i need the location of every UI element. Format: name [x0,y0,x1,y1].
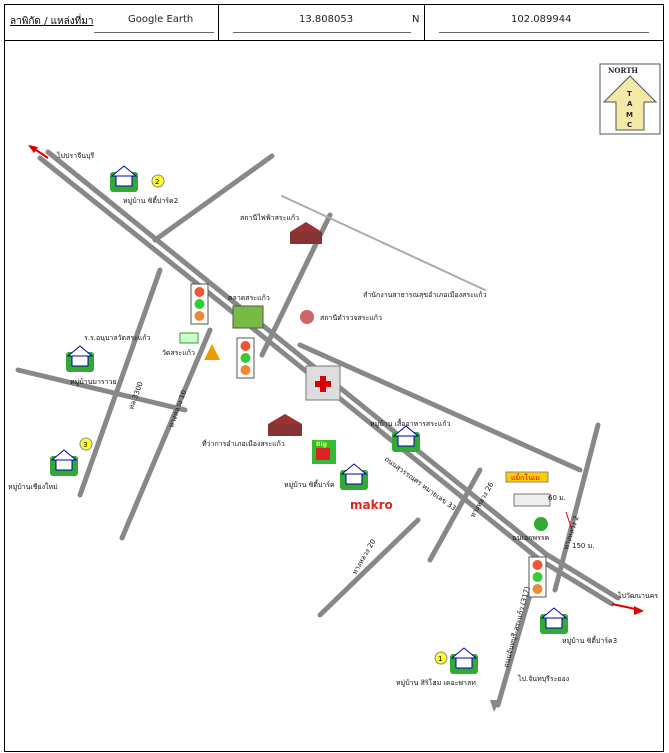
shop-row-icon [513,493,551,507]
road-power [281,195,486,291]
police-icon [300,310,314,324]
svg-text:Big: Big [316,441,327,448]
compass-letter: T [627,90,632,98]
label-depot: ฉนเอกพรรค [512,534,550,542]
label-village-chiang: หมู่บ้านเชียงใหม่ [8,482,58,491]
compass-text: NORTH [608,66,638,75]
header-source-cell: ลาพิกัด / แหล่งที่มา Google Earth [4,4,219,40]
village-icon [110,165,138,192]
underline [439,32,649,33]
road-2 [552,422,601,593]
village-icon [340,463,368,490]
compass-letter: A [627,100,633,108]
header-lon-cell: 102.089944 [425,4,664,40]
road-east [297,342,583,473]
number-marker: 2 [151,174,165,188]
traffic-light-icon [190,283,209,325]
compass-letter: M [626,111,633,119]
svg-text:3: 3 [83,441,87,449]
road-to-prachin-2 [45,149,249,315]
label-school: ร.ร.อนุบาลวัดสระแก้ว [84,334,151,342]
compass-letter: C [627,121,632,129]
label-temple: วัดสระแก้ว [162,349,195,357]
road-33-a [237,315,543,563]
road-north-1 [152,153,275,243]
road-3300 [77,267,163,498]
road-west [15,367,188,413]
village-icon [540,607,568,634]
arrow-prachin [28,145,38,153]
page-frame [4,4,664,752]
seven-icon: แม็กโนเม [505,471,549,483]
header-source: Google Earth [128,14,194,25]
road-to-prachin [37,155,243,321]
label-village-city: หมู่บ้าน ซิตี้ปาร์ค [284,478,335,489]
traffic-light-icon [528,556,547,598]
label-to-prachin: ไปปราจีนบุรี [56,151,94,160]
power-station-icon [290,222,322,244]
header-latitude: 13.808053 [299,14,354,25]
temple-icon [204,344,220,360]
school-icon [179,332,199,344]
label-to-chanthaburi: ไป.จันทบุรีระยอง [517,674,569,683]
header-label: ลาพิกัด / แหล่งที่มา [10,16,94,27]
depot-icon [534,517,548,531]
village-icon [450,647,478,674]
label-village-city2: หมู่บ้าน ซิตี้ปาร์ค2 [123,194,178,205]
village-icon [392,425,420,452]
road-to-watthana-2 [543,551,621,601]
label-village-marawat: หมู่บ้านมาราวย [70,378,117,386]
label-village-suea: หมู่บ้าน เสื้ออาหารสระแก้ว [370,417,450,428]
header-lat-dir: N [412,14,420,25]
village-icon [50,449,78,476]
header-lat-cell: 13.808053 N [219,4,425,40]
label-to-watthana: ไปวัฒนานคร [617,591,658,600]
arrow-watthana [634,606,644,615]
village-icon [66,345,94,372]
underline [233,32,411,33]
label-dist-150: 150 ม. [572,542,594,550]
label-village-city3: หมู่บ้าน ซิตี้ปาร์ค3 [562,634,617,645]
arrow-chanthaburi [490,700,500,712]
label-power-station: สถานีไฟฟ้าสระแก้ว [240,213,299,222]
road-26 [427,467,483,563]
svg-text:2: 2 [155,178,159,186]
label-market: ตลาดสระแก้ว [228,294,270,302]
road-to-watthana [537,557,615,607]
label-village-siri: หมู่บ้าน สิริโฮม เดอะพาลท [396,678,476,687]
hospital-icon [305,365,341,401]
direction-arrows [28,145,644,712]
label-makro: makro [350,498,393,512]
label-district-office: ที่ว่าการอำเภอเมืองสระแก้ว [202,439,285,448]
svg-text:1: 1 [438,655,442,663]
header-bar: ลาพิกัด / แหล่งที่มา Google Earth 13.808… [4,4,664,41]
svg-text:แม็กโนเม: แม็กโนเม [511,473,540,482]
underline [94,32,214,33]
header-longitude: 102.089944 [511,14,572,25]
bigc-icon: Big [312,440,336,464]
label-dist-60: 60 ม. [548,494,566,502]
label-road-317: ถนนจันทบุรี-สระแก้ว (317) [502,585,531,668]
road-10 [119,327,213,541]
traffic-light-icon [236,337,255,379]
road-20 [317,517,421,618]
compass: NORTH T A M C [599,63,661,135]
label-health-office: สำนักงานสาธารณสุขอำเภอเมืองสระแก้ว [363,291,487,299]
number-marker: 1 [434,651,448,665]
market-icon [232,305,264,329]
roads [15,149,621,708]
label-police: สถานีตำรวจสระแก้ว [320,314,382,322]
number-marker: 3 [79,437,93,451]
district-office-icon [268,414,302,436]
